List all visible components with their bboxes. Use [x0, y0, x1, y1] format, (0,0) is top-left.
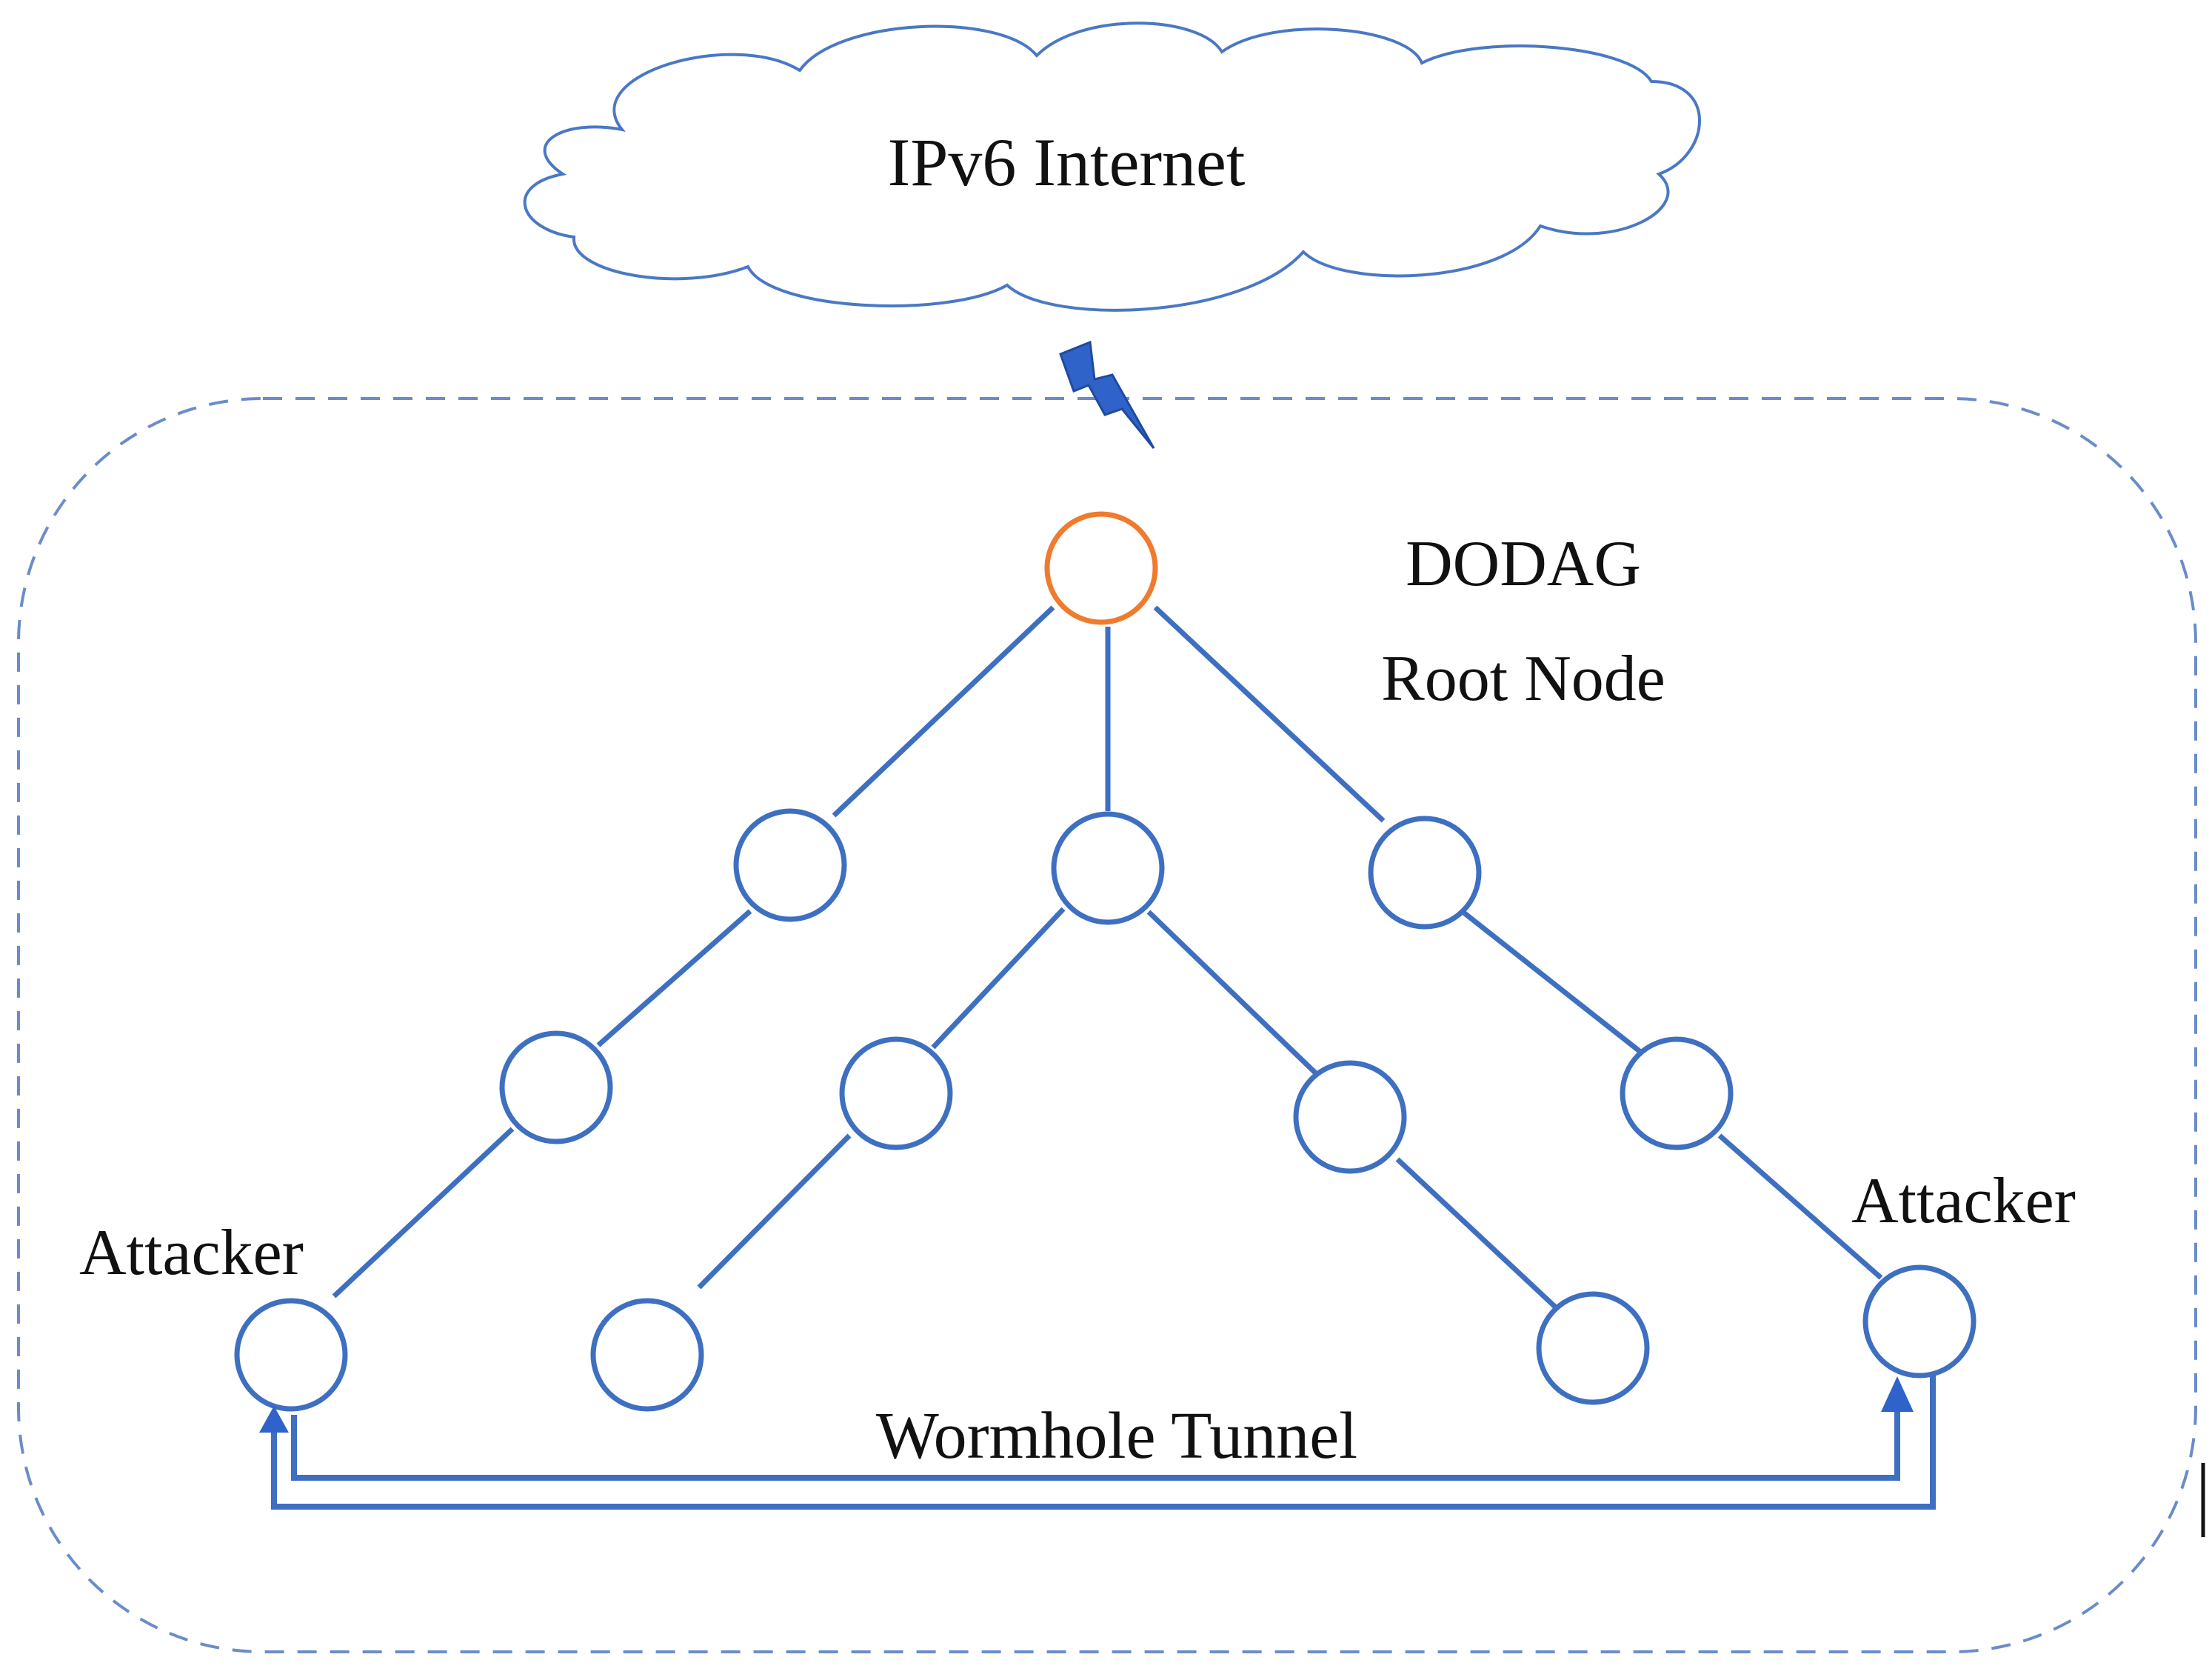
cloud-label: IPv6 Internet [888, 124, 1246, 200]
attacker-label-right: Attacker [1851, 1165, 2076, 1237]
attacker-node-right [1862, 1264, 1977, 1379]
internet-cloud: IPv6 Internet [523, 21, 1701, 312]
edge [1395, 1157, 1560, 1311]
root-node [1044, 511, 1158, 625]
tunnel-path [271, 1376, 1936, 1510]
node [1536, 1291, 1650, 1405]
edge [697, 1133, 852, 1290]
edge [596, 909, 752, 1047]
edge [1146, 910, 1320, 1078]
tunnel-label: Wormhole Tunnel [876, 1399, 1357, 1473]
network-boundary [17, 397, 2197, 1653]
dodag-label-line2: Root Node [1381, 643, 1665, 715]
tree-edges [332, 605, 1883, 1311]
edge [1717, 1133, 1883, 1280]
tree-nodes [234, 511, 1977, 1412]
node [590, 1298, 704, 1412]
edge [1153, 605, 1386, 823]
node [1293, 1060, 1407, 1174]
dodag-label-line1: DODAG [1406, 528, 1641, 600]
wormhole-tunnel: Wormhole Tunnel [259, 1376, 1936, 1510]
cloud-outline [523, 21, 1701, 312]
attacker-node-left [234, 1298, 348, 1412]
node [1368, 816, 1482, 930]
arrowhead-icon [259, 1406, 289, 1433]
node [499, 1030, 613, 1144]
node [1620, 1036, 1734, 1150]
edge [332, 1127, 515, 1299]
lightning-icon [1059, 340, 1155, 449]
node [733, 808, 847, 922]
edge [931, 907, 1066, 1050]
node [1051, 811, 1165, 925]
arrowhead-icon [1881, 1376, 1914, 1412]
edge [1460, 909, 1645, 1056]
edge [832, 605, 1055, 818]
node [839, 1036, 953, 1150]
attacker-label-left: Attacker [79, 1217, 304, 1289]
tunnel-path [291, 1399, 1900, 1481]
